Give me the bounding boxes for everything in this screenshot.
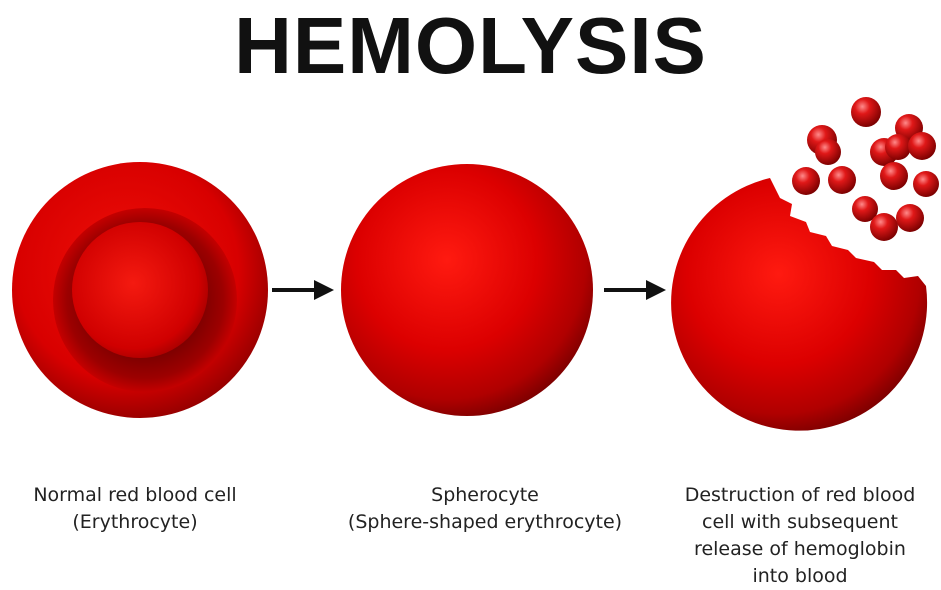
caption-line: Normal red blood cell — [0, 482, 270, 509]
caption-line: (Erythrocyte) — [0, 509, 270, 536]
spherocyte-caption: Spherocyte (Sphere-shaped erythrocyte) — [320, 482, 650, 536]
caption-line: cell with subsequent — [660, 509, 940, 536]
destruction-caption: Destruction of red blood cell with subse… — [660, 482, 940, 590]
spherocyte-cell — [341, 164, 593, 416]
normal-cell-caption: Normal red blood cell (Erythrocyte) — [0, 482, 270, 536]
caption-line: Spherocyte — [320, 482, 650, 509]
normal-red-blood-cell — [12, 162, 268, 418]
caption-line: into blood — [660, 563, 940, 590]
caption-line: release of hemoglobin — [660, 536, 940, 563]
caption-line: Destruction of red blood — [660, 482, 940, 509]
released-hemoglobin — [792, 97, 939, 241]
caption-line: (Sphere-shaped erythrocyte) — [320, 509, 650, 536]
